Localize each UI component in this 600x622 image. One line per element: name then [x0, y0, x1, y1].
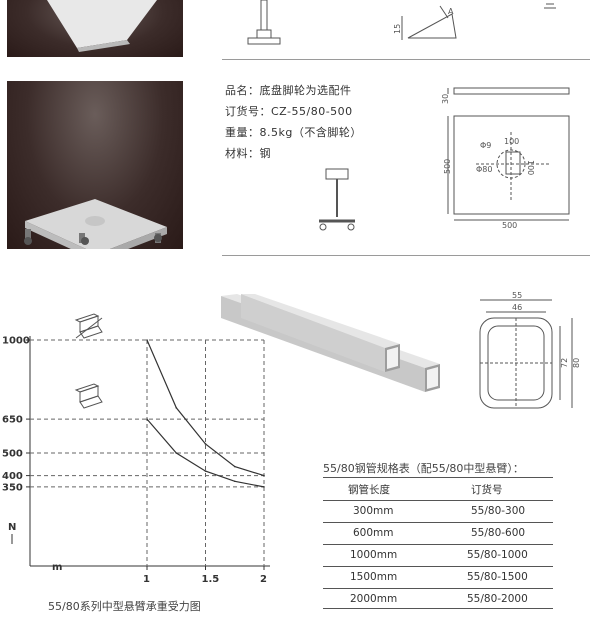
dim-100-top: 100 — [504, 137, 519, 146]
dim-15: 15 — [393, 24, 402, 34]
arm-angle-drawing: 15 A — [393, 5, 457, 40]
phi-80: Φ80 — [476, 165, 492, 174]
header-length: 钢管长度 — [348, 484, 390, 496]
table-row: 600mm 55/80-600 — [353, 527, 526, 539]
dim-30: 30 — [441, 94, 450, 104]
data-point — [204, 470, 207, 472]
table-line — [323, 588, 553, 589]
spec-line-material: 材料：钢 — [225, 147, 271, 160]
table-row: 300mm 55/80-300 — [353, 505, 526, 517]
product-photo-top — [7, 0, 183, 57]
dim-46: 46 — [512, 303, 522, 312]
label-a: A — [448, 7, 454, 16]
steel-tube-image — [221, 294, 440, 392]
table-line — [323, 544, 553, 545]
dim-500-side: 500 — [443, 159, 452, 174]
dim-100-right: 100 — [526, 160, 535, 175]
y-tick-label: 500 — [2, 449, 23, 460]
table-line — [323, 500, 553, 501]
y-tick-label: 650 — [2, 415, 23, 426]
table-line — [323, 566, 553, 567]
small-mark-icon — [544, 3, 556, 9]
table-row: 2000mm 55/80-2000 — [350, 593, 528, 605]
chart-title: 55/80系列中型悬臂承重受力图 — [48, 600, 201, 613]
x-axis-label: m — [52, 562, 62, 573]
spec-table-title: 55/80钢管规格表（配55/80中型悬臂）： — [323, 462, 524, 475]
spec-line-name: 品名：底盘脚轮为选配件 — [225, 84, 352, 97]
table-line — [323, 522, 553, 523]
header-order: 订货号 — [471, 484, 503, 496]
dim-500-bottom: 500 — [502, 221, 517, 230]
stand-drawing-top — [247, 0, 281, 45]
x-tick-label: 2 — [260, 574, 267, 585]
y-tick-label: 1000 — [2, 336, 30, 347]
x-tick-label: 1.5 — [202, 574, 220, 585]
y-tick-label: 350 — [2, 482, 23, 493]
table-header: 钢管长度 订货号 — [323, 478, 553, 499]
base-plate-drawing: 30 500 500 100 100 Φ9 Φ80 — [441, 87, 570, 230]
spec-line-order: 订货号：CZ-55/80-500 — [225, 105, 353, 118]
dim-55: 55 — [512, 291, 522, 300]
bracket-icon-upper — [74, 313, 103, 339]
data-point — [175, 452, 178, 454]
stand-drawing-mid — [319, 168, 355, 231]
data-point — [263, 486, 265, 488]
divider-2 — [222, 255, 590, 256]
y-tick-label: 400 — [2, 471, 23, 482]
data-point — [233, 465, 236, 468]
product-spec: 品名：底盘脚轮为选配件 订货号：CZ-55/80-500 重量：8.5kg（不含… — [225, 82, 395, 166]
data-point — [146, 418, 148, 420]
product-photo-base — [7, 81, 183, 249]
y-axis-label: N — [8, 522, 16, 533]
bracket-icon-lower — [74, 383, 103, 409]
table-top-line — [323, 477, 553, 478]
x-tick-label: 1 — [143, 574, 150, 585]
data-point — [204, 443, 207, 445]
data-point — [263, 474, 265, 477]
data-point — [175, 407, 178, 409]
spec-line-weight: 重量：8.5kg（不含脚轮） — [225, 126, 362, 139]
table-bottom-line — [323, 608, 553, 609]
divider-1 — [222, 59, 590, 60]
phi-9: Φ9 — [480, 141, 491, 150]
dim-72: 72 — [560, 358, 569, 368]
table-row: 1500mm 55/80-1500 — [350, 571, 528, 583]
table-row: 1000mm 55/80-1000 — [350, 549, 528, 561]
tube-section-drawing: 55 46 72 80 — [479, 291, 581, 409]
data-point — [233, 480, 236, 483]
data-point — [146, 339, 148, 341]
dim-80: 80 — [572, 358, 581, 368]
